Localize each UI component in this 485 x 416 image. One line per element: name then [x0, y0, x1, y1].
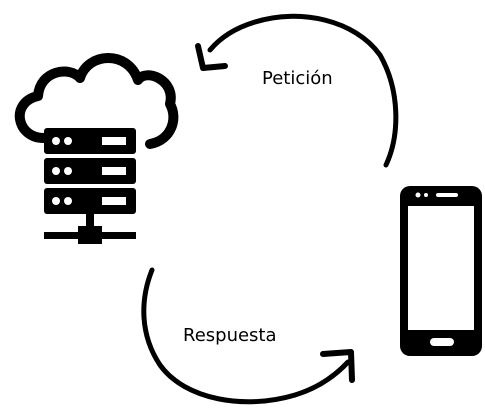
network-line [44, 232, 136, 239]
response-arrowhead [320, 349, 355, 383]
network-stem [86, 214, 94, 228]
smartphone-icon [400, 186, 482, 356]
request-arrowhead [195, 43, 228, 71]
request-arrow [195, 13, 399, 168]
response-arrow [141, 267, 355, 405]
phone-screen [408, 206, 474, 330]
server-unit-2 [44, 158, 136, 184]
cloud-outline [14, 53, 179, 149]
response-label: Respuesta [183, 325, 277, 346]
server-unit-1 [44, 128, 136, 154]
server-unit-3 [44, 188, 136, 214]
cloud-server-icon [14, 53, 179, 244]
request-label: Petición [262, 68, 333, 89]
phone-home-button [430, 338, 454, 346]
